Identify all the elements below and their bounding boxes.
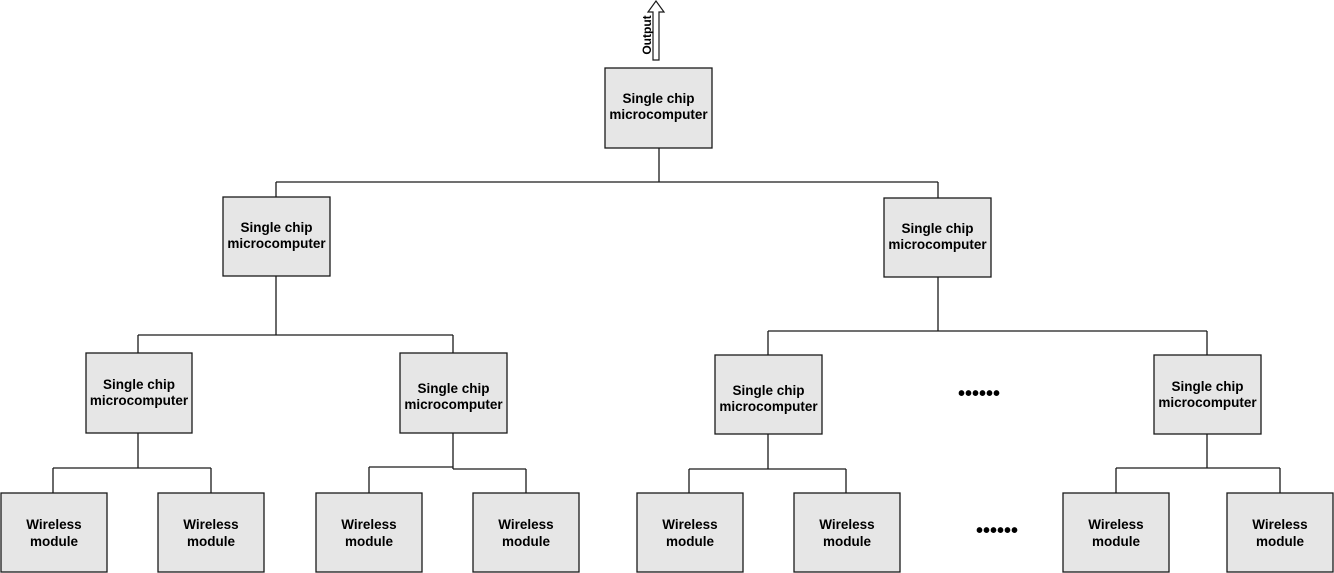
- node-label-line2: module: [187, 534, 235, 549]
- ellipsis-bottom: ••••••: [976, 520, 1018, 542]
- node-root-microcomputer: Single chip microcomputer: [604, 67, 713, 149]
- node-low-3-microcomputer: Single chip microcomputer: [714, 354, 823, 435]
- node-low-4-microcomputer: Single chip microcomputer: [1153, 354, 1262, 435]
- node-wireless-module-3: Wireless module: [315, 492, 423, 573]
- node-label-line1: Wireless: [183, 517, 238, 532]
- output-label: Output: [640, 15, 654, 54]
- ellipsis-middle: ••••••: [958, 383, 1000, 405]
- node-label-line1: Single chip: [901, 221, 973, 236]
- node-label-line2: module: [30, 534, 78, 549]
- output-arrow: Output: [640, 0, 666, 61]
- node-label-line2: module: [345, 534, 393, 549]
- edge-root-to-mid: [275, 148, 939, 198]
- node-label-line2: microcomputer: [719, 399, 818, 414]
- node-low-2-microcomputer: Single chip microcomputer: [399, 352, 508, 434]
- node-label-line1: Single chip: [622, 91, 694, 106]
- edge-low2-to-wireless: [368, 433, 527, 493]
- node-wireless-module-2: Wireless module: [157, 492, 265, 573]
- node-wireless-module-1: Wireless module: [0, 492, 108, 573]
- node-wireless-module-8: Wireless module: [1226, 492, 1334, 573]
- node-label-line1: Wireless: [26, 517, 81, 532]
- node-label-line1: Wireless: [1088, 517, 1143, 532]
- node-label-line1: Wireless: [341, 517, 396, 532]
- edge-low1-to-wireless: [52, 433, 212, 493]
- node-mid-left-microcomputer: Single chip microcomputer: [222, 196, 331, 277]
- node-label-line1: Wireless: [662, 517, 717, 532]
- node-label-line2: microcomputer: [404, 397, 503, 412]
- node-wireless-module-4: Wireless module: [472, 492, 580, 573]
- output-arrow-icon: [646, 0, 666, 61]
- node-wireless-module-7: Wireless module: [1062, 492, 1170, 573]
- node-label-line1: Single chip: [1171, 379, 1243, 394]
- node-label-line1: Wireless: [498, 517, 553, 532]
- node-label-line1: Wireless: [819, 517, 874, 532]
- node-label-line2: microcomputer: [888, 237, 987, 252]
- node-label-line2: module: [502, 534, 550, 549]
- node-label-line1: Single chip: [103, 377, 175, 392]
- node-label-line2: microcomputer: [1158, 395, 1257, 410]
- edge-midright-to-low: [767, 277, 1208, 355]
- node-label-line2: module: [823, 534, 871, 549]
- edge-low4-to-wireless: [1115, 434, 1281, 493]
- node-wireless-module-5: Wireless module: [636, 492, 744, 573]
- node-label-line1: Single chip: [417, 381, 489, 396]
- edge-low3-to-wireless: [688, 434, 847, 493]
- node-low-1-microcomputer: Single chip microcomputer: [85, 352, 193, 434]
- connection-lines: [52, 148, 1281, 493]
- node-label-line2: module: [1092, 534, 1140, 549]
- node-label-line1: Wireless: [1252, 517, 1307, 532]
- node-mid-right-microcomputer: Single chip microcomputer: [883, 197, 992, 278]
- node-label-line1: Single chip: [240, 220, 312, 235]
- node-label-line2: microcomputer: [90, 393, 189, 408]
- node-label-line2: module: [666, 534, 714, 549]
- node-label-line2: module: [1256, 534, 1304, 549]
- node-label-line2: microcomputer: [609, 107, 708, 122]
- node-label-line1: Single chip: [732, 383, 804, 398]
- edge-midleft-to-low: [137, 276, 454, 353]
- node-wireless-module-6: Wireless module: [793, 492, 901, 573]
- node-label-line2: microcomputer: [227, 236, 326, 251]
